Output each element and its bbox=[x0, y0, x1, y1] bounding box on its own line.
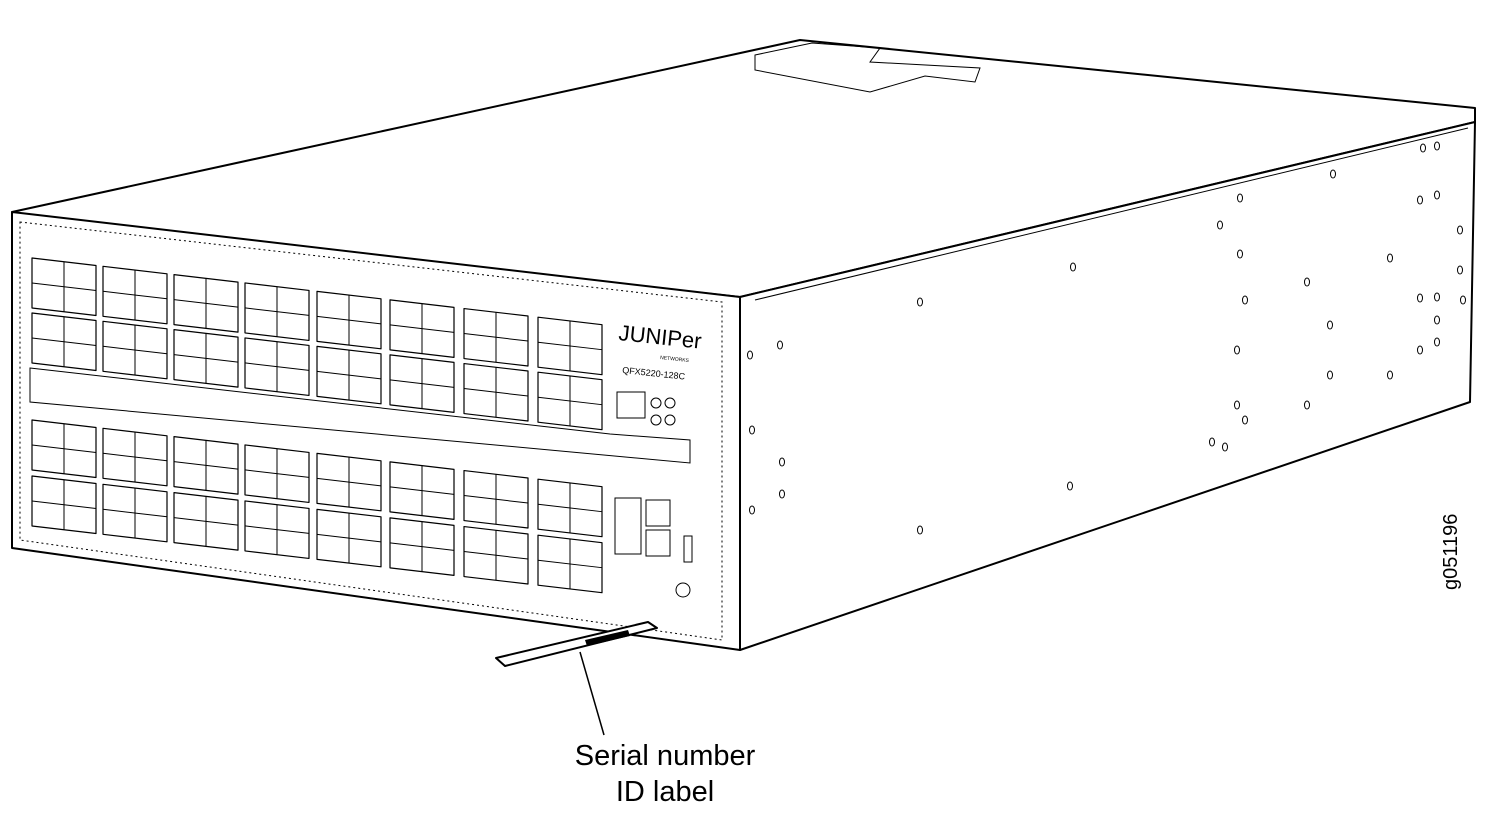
callout-line2: ID label bbox=[615, 776, 715, 808]
screw-icon bbox=[1234, 400, 1240, 410]
screw-icon bbox=[1234, 345, 1240, 355]
serial-number-label-tab bbox=[495, 621, 658, 667]
screw-icon bbox=[1417, 345, 1423, 355]
callout-line1: Serial number bbox=[574, 740, 756, 772]
console-port bbox=[645, 529, 671, 557]
juniper-logo-sub: NETWORKS bbox=[660, 355, 690, 364]
screw-icon bbox=[777, 340, 783, 350]
figure-id: g051196 bbox=[1440, 513, 1462, 590]
screw-icon bbox=[1460, 295, 1466, 305]
screw-icon bbox=[1457, 265, 1463, 275]
screw-icon bbox=[749, 425, 755, 435]
screw-icon bbox=[1387, 370, 1393, 380]
screw-icon bbox=[1327, 320, 1333, 330]
screw-icon bbox=[779, 489, 785, 499]
management-port bbox=[616, 391, 646, 419]
screw-icon bbox=[1434, 190, 1440, 200]
callout-leader bbox=[579, 651, 605, 736]
screw-icon bbox=[1070, 262, 1076, 272]
screw-icon bbox=[1217, 220, 1223, 230]
screw-icon bbox=[1067, 481, 1073, 491]
usb-port bbox=[683, 535, 693, 563]
screw-icon bbox=[1434, 292, 1440, 302]
screw-icon bbox=[1387, 253, 1393, 263]
screw-icon bbox=[779, 457, 785, 467]
vent-band bbox=[29, 367, 691, 464]
screw-icon bbox=[1222, 442, 1228, 452]
screw-icon bbox=[917, 525, 923, 535]
screw-icon bbox=[1327, 370, 1333, 380]
screw-icon bbox=[1420, 143, 1426, 153]
screw-icon bbox=[1457, 225, 1463, 235]
screw-icon bbox=[1434, 315, 1440, 325]
sfp-mgmt-port bbox=[614, 497, 642, 555]
screw-icon bbox=[917, 297, 923, 307]
screw-icon bbox=[747, 350, 753, 360]
screw-icon bbox=[1237, 193, 1243, 203]
serial-number-callout: Serial number ID label bbox=[560, 738, 770, 810]
screw-icon bbox=[1237, 249, 1243, 259]
screw-icon bbox=[1417, 195, 1423, 205]
screw-icon bbox=[1209, 437, 1215, 447]
screw-icon bbox=[1434, 337, 1440, 347]
rj45-port bbox=[645, 499, 671, 527]
barcode-icon bbox=[585, 630, 630, 646]
port-grid bbox=[31, 257, 603, 594]
top-label-area bbox=[754, 42, 981, 93]
screw-icon bbox=[1417, 293, 1423, 303]
screw-icon bbox=[1304, 277, 1310, 287]
screw-icon bbox=[1242, 295, 1248, 305]
screw-icon bbox=[1434, 141, 1440, 151]
reset-button bbox=[675, 582, 691, 598]
screw-icon bbox=[1304, 400, 1310, 410]
side-screws bbox=[747, 141, 1466, 535]
screw-icon bbox=[1242, 415, 1248, 425]
screw-icon bbox=[749, 505, 755, 515]
screw-icon bbox=[1330, 169, 1336, 179]
